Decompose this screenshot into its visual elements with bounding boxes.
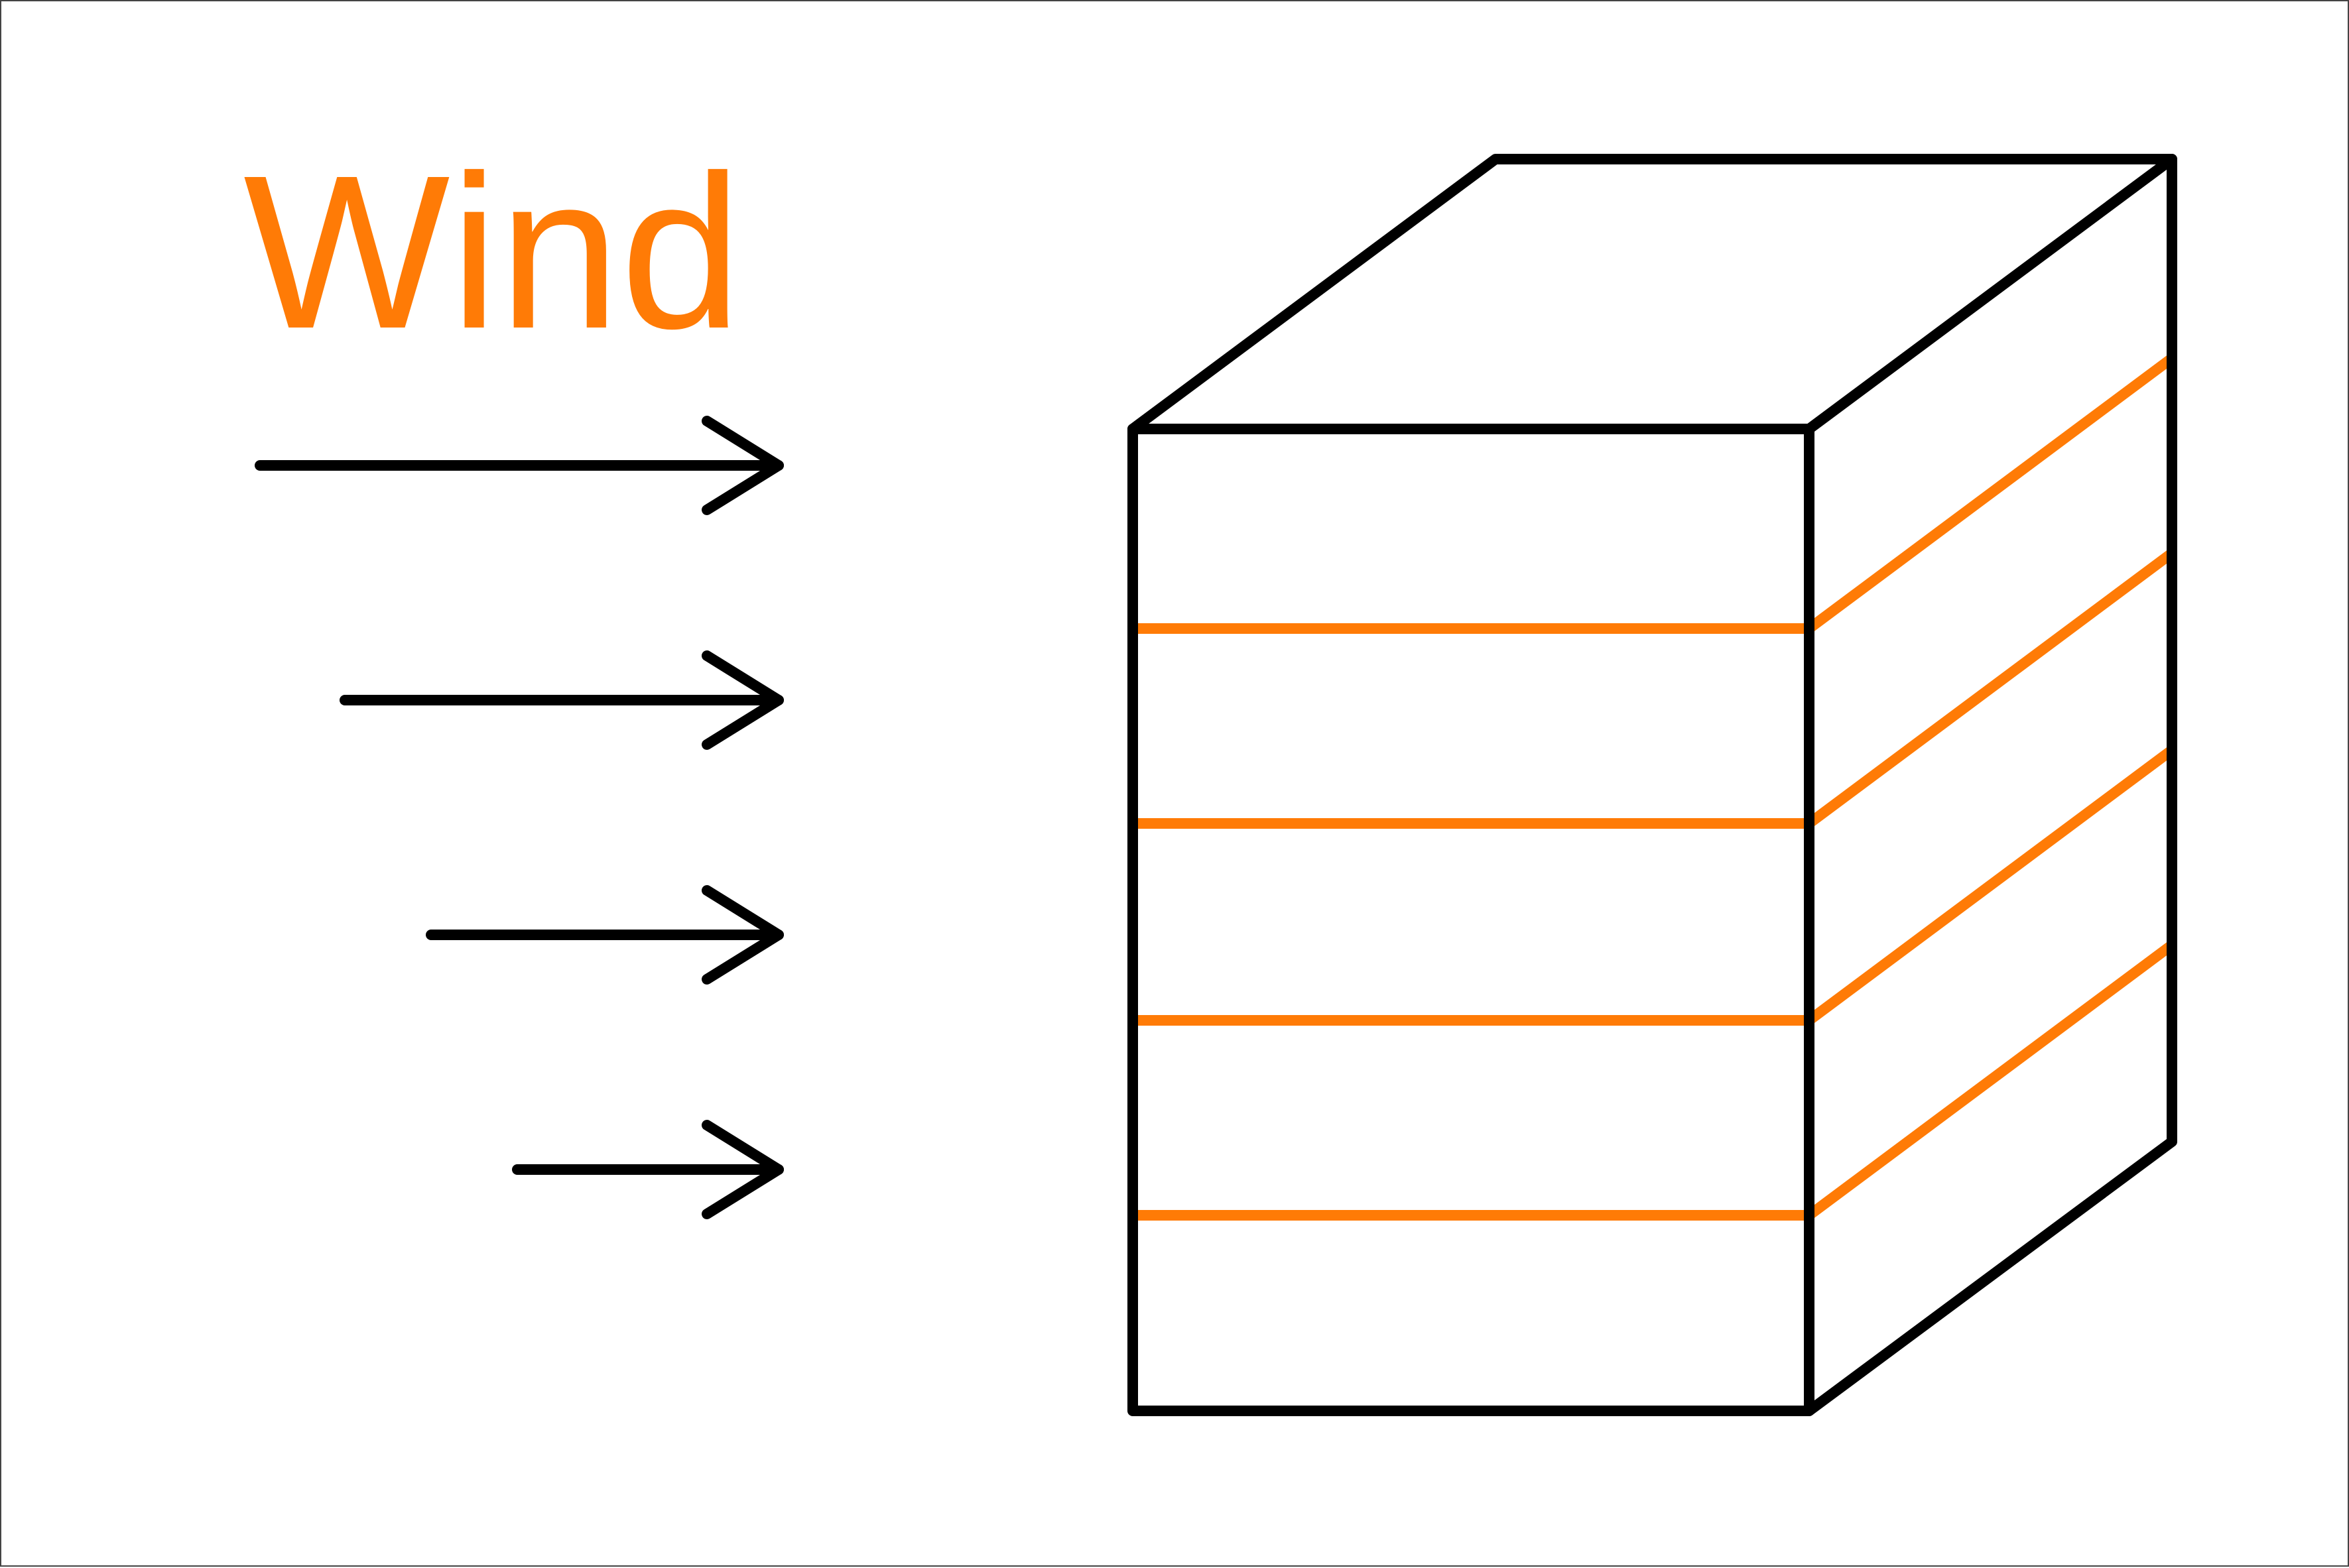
floor-line-side	[1806, 549, 2175, 828]
wind-arrow-head	[702, 885, 784, 985]
wind-arrow-head	[702, 650, 784, 750]
floor-line	[1133, 941, 2175, 1221]
wind-arrow-head	[702, 1120, 784, 1219]
wind-label: Wind	[243, 129, 742, 374]
floor-line-side	[1806, 746, 2175, 1025]
building-side-face	[1804, 154, 2177, 1416]
floor-line	[1133, 746, 2175, 1026]
floor-lines	[1133, 354, 2175, 1221]
floor-line-side	[1806, 354, 2175, 633]
floor-line	[1133, 549, 2175, 829]
wind-arrow-head	[702, 416, 784, 515]
wind-arrow	[512, 1120, 784, 1219]
building-top-face	[1127, 154, 2177, 434]
building-front-face	[1127, 424, 1814, 1416]
floor-line	[1133, 354, 2175, 634]
building	[1127, 154, 2177, 1416]
wind-arrow	[255, 416, 784, 515]
floor-line-side	[1806, 941, 2175, 1220]
wind-arrows	[255, 416, 784, 1219]
wind-arrow	[340, 650, 784, 750]
wind-arrow	[426, 885, 784, 985]
